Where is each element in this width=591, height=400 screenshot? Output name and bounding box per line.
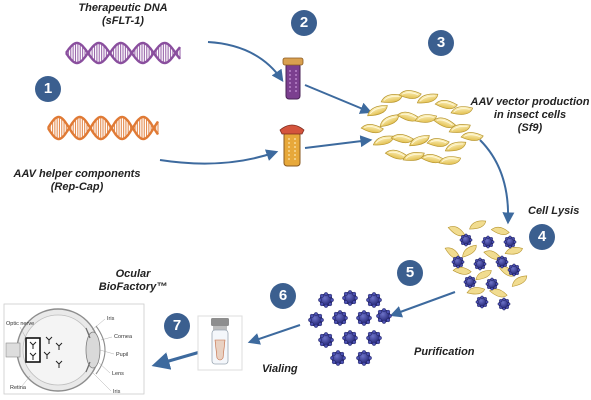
cell-lysis-label: Cell Lysis <box>528 205 580 217</box>
production-label: AAV vector production in insect cells (S… <box>470 96 590 135</box>
arrow-plasmid2-to-cells <box>304 135 373 149</box>
eye-label-lens: Lens <box>112 371 124 377</box>
helper-components-title: AAV helper components <box>13 168 141 180</box>
step-badge-6: 6 <box>270 283 296 309</box>
step-badge-5: 5 <box>397 260 423 286</box>
arrow-helper-to-plasmid <box>159 149 279 165</box>
eye-label-iris: Iris <box>107 316 115 322</box>
step-badge-1: 1 <box>35 76 61 102</box>
production-line-2: in insect cells <box>493 109 567 121</box>
helper-components-subtitle: (Rep-Cap) <box>50 181 104 193</box>
eye-label-pupil: Pupil <box>116 352 128 358</box>
helper-plasmid-vector <box>279 124 305 167</box>
step-badge-4: 4 <box>529 224 555 250</box>
ocular-line-2: BioFactory™ <box>98 281 168 293</box>
step-badge-3: 3 <box>428 30 454 56</box>
therapeutic-dna-label: Therapeutic DNA (sFLT-1) <box>58 2 188 28</box>
eye-label-retina: Retina <box>10 385 27 391</box>
therapeutic-dna-subtitle: (sFLT-1) <box>102 15 144 27</box>
production-line-3: (Sf9) <box>517 122 543 134</box>
purified-aav-particles <box>308 290 392 366</box>
arrow-plasmid1-to-cells <box>304 84 373 114</box>
arrow-vial-to-eye <box>151 350 201 370</box>
eye-label-iris-bottom: Iris <box>113 389 121 395</box>
arrow-cells-to-lysis <box>479 139 515 225</box>
eye-label-cornea: Cornea <box>114 334 133 340</box>
ocular-biofactory-label: Ocular BioFactory™ <box>88 268 178 294</box>
helper-components-label: AAV helper components (Rep-Cap) <box>2 168 152 194</box>
therapeutic-plasmid-vector <box>282 57 304 100</box>
arrow-purification-to-vial <box>247 324 301 345</box>
therapeutic-dna-helix <box>65 41 181 65</box>
step-badge-7: 7 <box>164 313 190 339</box>
y-shaped-antibody-icons <box>29 336 63 368</box>
eye-label-optic-nerve: Optic nerve <box>6 321 34 327</box>
cell-lysis-mix <box>444 220 528 311</box>
helper-dna-helix <box>46 115 159 141</box>
production-line-1: AAV vector production <box>470 96 590 108</box>
vialing-label: Vialing <box>262 363 298 375</box>
ocular-line-1: Ocular <box>115 268 151 280</box>
eye-diagram: Optic nerve Iris Cornea Pupil Lens Iris … <box>3 303 145 395</box>
therapeutic-dna-title: Therapeutic DNA <box>78 2 168 14</box>
arrow-dna-to-plasmid <box>207 41 284 82</box>
arrow-lysis-to-purification <box>389 291 456 318</box>
vial-image <box>197 315 243 371</box>
purification-label: Purification <box>414 346 475 358</box>
step-badge-2: 2 <box>291 10 317 36</box>
insect-cells-cluster <box>360 90 484 165</box>
